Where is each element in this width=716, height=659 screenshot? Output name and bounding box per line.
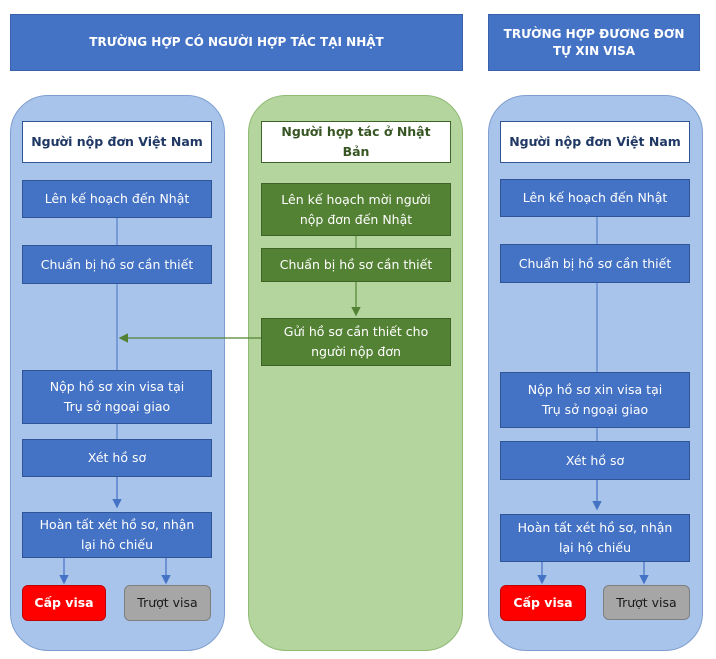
lane1-grant-visa: Cấp visa — [22, 585, 106, 621]
lane1-step-plan: Lên kế hoạch đến Nhật — [22, 180, 212, 218]
lane3-title: Người nộp đơn Việt Nam — [500, 121, 690, 163]
lane2-title: Người hợp tác ở Nhật Bản — [261, 121, 451, 163]
lane2-step-plan-invite: Lên kế hoạch mời người nộp đơn đến Nhật — [261, 183, 451, 236]
lane2-step-send-documents: Gửi hồ sơ cần thiết cho người nộp đơn — [261, 318, 451, 366]
lane1-step-submit: Nộp hồ sơ xin visa tại Trụ sở ngoại giao — [22, 370, 212, 424]
lane1-title: Người nộp đơn Việt Nam — [22, 121, 212, 163]
lane1-step-prepare: Chuẩn bị hồ sơ cần thiết — [22, 245, 212, 284]
lane3-grant-visa: Cấp visa — [500, 585, 586, 621]
lane1-deny-visa: Trượt visa — [124, 585, 211, 621]
lane3-deny-visa: Trượt visa — [603, 585, 690, 620]
lane1-step-review: Xét hồ sơ — [22, 439, 212, 477]
lane2-step-prepare: Chuẩn bị hồ sơ cần thiết — [261, 248, 451, 282]
lane3-step-complete: Hoàn tất xét hồ sơ, nhận lại hộ chiếu — [500, 514, 690, 562]
lane3-step-submit: Nộp hồ sơ xin visa tại Trụ sở ngoại giao — [500, 372, 690, 428]
lane3-step-prepare: Chuẩn bị hồ sơ cần thiết — [500, 244, 690, 283]
lane3-step-review: Xét hồ sơ — [500, 441, 690, 480]
lane3-step-plan: Lên kế hoạch đến Nhật — [500, 179, 690, 217]
lane1-step-complete: Hoàn tất xét hồ sơ, nhận lại hô chiếu — [22, 512, 212, 558]
header-with-cooperator: TRƯỜNG HỢP CÓ NGƯỜI HỢP TÁC TẠI NHẬT — [10, 14, 463, 71]
header-self-apply: TRƯỜNG HỢP ĐƯƠNG ĐƠN TỰ XIN VISA — [488, 14, 700, 71]
